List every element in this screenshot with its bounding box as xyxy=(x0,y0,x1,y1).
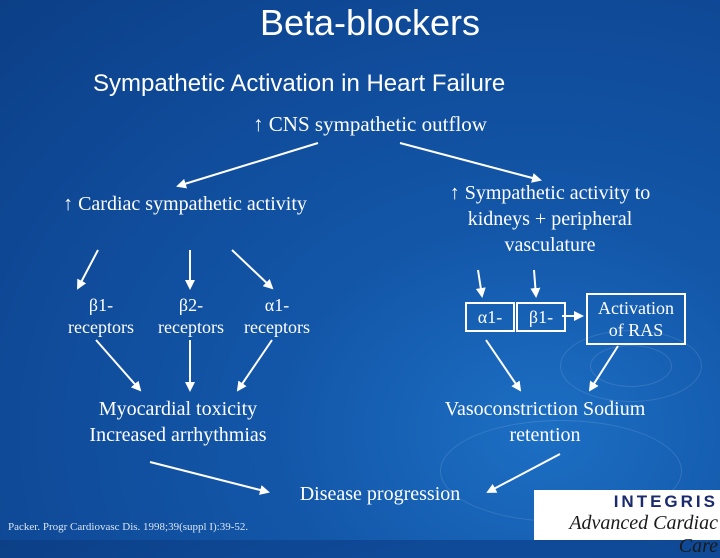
node-myocardial-toxicity: Myocardial toxicity Increased arrhythmia… xyxy=(89,398,267,446)
node-ras-activation: Activation of RAS xyxy=(586,293,686,345)
arrow-alpha1-to-myocardial xyxy=(236,339,273,392)
logo-line2: Advanced Cardiac Care xyxy=(569,512,718,557)
node-renal-activity: ↑ Sympathetic activity to kidneys + peri… xyxy=(449,182,651,256)
arrow-beta1-to-myocardial xyxy=(95,339,142,392)
citation: Packer. Progr Cardiovasc Dis. 1998;39(su… xyxy=(8,521,249,533)
node-beta1-receptors: β1-receptors xyxy=(68,295,134,337)
node-cardiac-activity: ↑ Cardiac sympathetic activity xyxy=(63,193,307,215)
node-alpha1-vascular: α1- xyxy=(465,302,515,332)
arrow-cardiac-to-alpha1 xyxy=(231,249,274,290)
node-cns-outflow: ↑ CNS sympathetic outflow xyxy=(253,112,487,136)
node-vasoconstriction: Vasoconstriction Sodium retention xyxy=(444,398,646,446)
arrow-vaso-to-disease xyxy=(486,453,561,493)
logo-line1: INTEGRIS xyxy=(613,492,718,511)
arrow-renal-to-alpha1 xyxy=(475,269,486,298)
arrow-renal-to-beta1 xyxy=(530,269,541,298)
slide-title: Beta-blockers xyxy=(259,2,481,43)
arrow-cardiac-to-beta1 xyxy=(77,249,99,290)
ripple-decoration xyxy=(560,330,702,402)
node-disease-progression: Disease progression xyxy=(299,483,461,505)
ripple-decoration xyxy=(590,345,672,387)
slide-subtitle: Sympathetic Activation in Heart Failure xyxy=(93,70,506,97)
arrow-myocardial-to-disease xyxy=(149,461,270,495)
arrow-ras-to-vaso xyxy=(588,345,619,392)
arrow-cns-to-renal xyxy=(399,142,542,183)
node-beta2-receptors: β2-receptors xyxy=(158,295,224,337)
node-alpha1-receptors: α1-receptors xyxy=(244,295,310,337)
arrow-cns-to-cardiac xyxy=(176,142,319,189)
integris-logo: INTEGRIS Advanced Cardiac Care xyxy=(534,490,720,557)
flow-arrows xyxy=(77,142,619,495)
arrow-alpha1v-to-vaso xyxy=(485,339,522,392)
